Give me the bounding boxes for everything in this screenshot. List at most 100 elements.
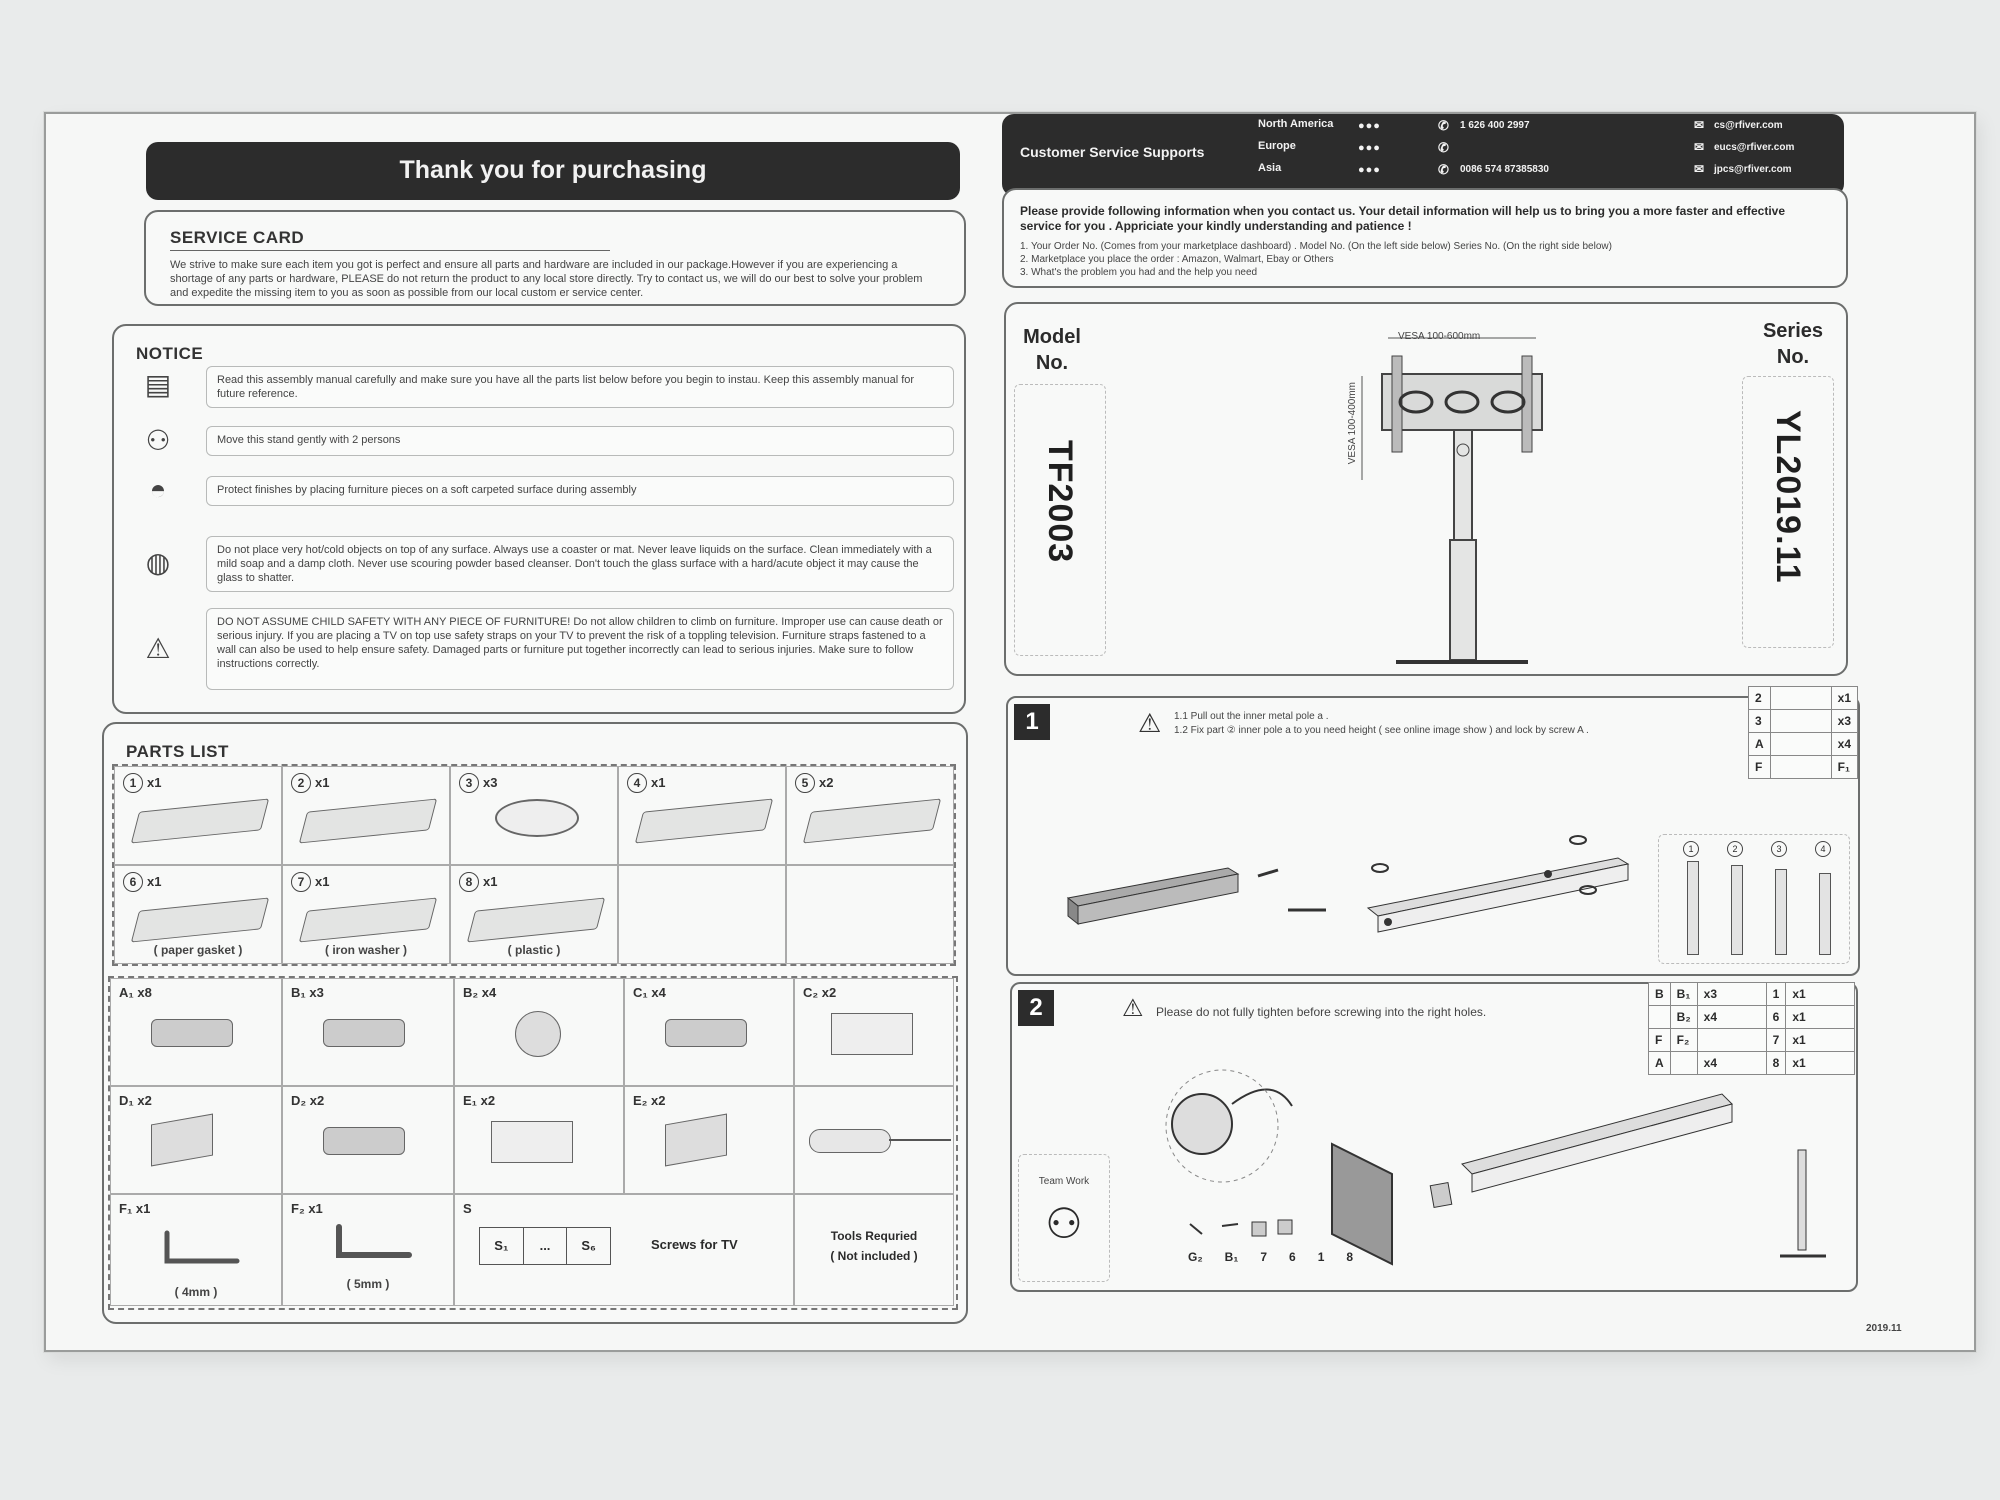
part-caption: ( iron washer )	[324, 943, 407, 957]
part-qty: x1	[483, 874, 498, 889]
warning-icon: ⚠	[145, 632, 171, 664]
notice-heading: NOTICE	[136, 344, 204, 363]
step-1-part-illustration	[1769, 686, 1832, 710]
part-illustration	[466, 897, 606, 943]
tv-stand-drawing	[1361, 337, 1543, 664]
allen-key-5mm-icon	[336, 1224, 412, 1258]
part-qty: x1	[315, 775, 330, 790]
part-qty: x1	[651, 775, 666, 790]
part-illustration	[495, 799, 579, 837]
step-2-label: 8	[1346, 1250, 1354, 1264]
f2-caption: ( 5mm )	[346, 1277, 390, 1291]
part-number: 4	[627, 773, 647, 793]
part-illustration	[130, 897, 270, 943]
team-work-icon: ⚇	[1045, 1200, 1083, 1247]
model-series-box: Model No. TF2003 VESA 100-600mm VESA 100…	[1004, 302, 1848, 676]
tools-required-label: Tools Requried	[830, 1229, 918, 1243]
series-value-frame	[1742, 376, 1834, 648]
info-item-3: 3. What's the problem you had and the he…	[1020, 267, 1258, 278]
pole-assembly-drawing	[1066, 835, 1630, 933]
service-card-text: We strive to make sure each item you got…	[170, 259, 923, 299]
service-card-heading: SERVICE CARD	[170, 228, 305, 247]
model-value-frame	[1014, 384, 1106, 656]
step-2-label: 1	[1317, 1250, 1325, 1264]
height-option: 2	[1723, 841, 1753, 957]
f1-caption: ( 4mm )	[174, 1285, 218, 1299]
part-illustration	[130, 798, 270, 844]
step-2-label: B₁	[1224, 1250, 1239, 1264]
notice-row: DO NOT ASSUME CHILD SAFETY WITH ANY PIEC…	[206, 608, 954, 690]
part-qty: x1	[147, 874, 162, 889]
s-boxes: S₁ ... S₆	[479, 1227, 611, 1265]
region-phone: 1 626 400 2997	[1460, 120, 1530, 131]
step-2-part-cell: B₂	[1669, 1005, 1698, 1029]
hardware-cell: B₂ x4	[454, 978, 624, 1086]
region-email: jpcs@rfiver.com	[1714, 164, 1792, 175]
step-2-part-cell: x1	[1785, 982, 1856, 1006]
step-2-part-cell: 8	[1765, 1051, 1787, 1075]
part-qty: x1	[147, 775, 162, 790]
height-option-number: 2	[1727, 841, 1743, 857]
pole-icon	[1731, 865, 1743, 955]
hardware-cell: B₁ x3	[282, 978, 454, 1086]
hardware-cell: D₂ x2	[282, 1086, 454, 1194]
part-qty: x1	[315, 874, 330, 889]
tools-note: ( Not included )	[830, 1249, 918, 1263]
finished-stand-icon	[1780, 1149, 1826, 1258]
step-2-part-cell	[1648, 1005, 1671, 1029]
hardware-label: C₁ x4	[633, 985, 666, 1000]
mail-icon: ✉	[1694, 118, 1705, 132]
step-1-part-qty: x1	[1830, 686, 1859, 710]
step-1-number: 1	[1014, 704, 1050, 740]
part-number: 1	[123, 773, 143, 793]
hardware-label: D₁ x2	[119, 1093, 152, 1108]
part-illustration	[802, 798, 942, 844]
parts-list-heading: PARTS LIST	[126, 742, 229, 761]
plate-icon	[831, 1013, 913, 1055]
instruction-sheet: Thank you for purchasing SERVICE CARD We…	[44, 112, 1976, 1352]
height-option-number: 4	[1815, 841, 1831, 857]
country-flags: ●●●	[1358, 142, 1381, 154]
part-qty: x2	[819, 775, 834, 790]
region-name: Europe	[1258, 140, 1296, 152]
contact-info-box: Please provide following information whe…	[1002, 188, 1848, 288]
step-2-part-cell: 6	[1765, 1005, 1787, 1029]
thank-you-banner: Thank you for purchasing	[146, 142, 960, 200]
step-2-part-cell: A	[1648, 1051, 1671, 1075]
part-label: 1 x1	[123, 773, 161, 793]
step-2-part-cell: x4	[1696, 1005, 1767, 1029]
notice-row: Move this stand gently with 2 persons	[206, 426, 954, 456]
part-cell: 4 x1	[618, 766, 786, 865]
hardware-cell: C₂ x2	[794, 978, 954, 1086]
part-caption: ( plastic )	[507, 943, 561, 957]
part-cell: 5 x2	[786, 766, 954, 865]
bolt-icon	[323, 1019, 405, 1047]
part-number: 6	[123, 872, 143, 892]
phone-icon: ✆	[1438, 140, 1449, 155]
f1-cell: F₁ x1 ( 4mm )	[110, 1194, 282, 1306]
hardware-cell: E₁ x2	[454, 1086, 624, 1194]
bracket-icon	[151, 1113, 213, 1167]
step-1-line2: 1.2 Fix part ② inner pole a to you need …	[1174, 725, 1589, 736]
part-number: 8	[459, 872, 479, 892]
heading-underline	[170, 250, 610, 251]
part-number: 5	[795, 773, 815, 793]
bolt-icon	[323, 1127, 405, 1155]
s-box-first: S₁	[480, 1228, 524, 1264]
customer-service-banner: Customer Service Supports North America●…	[1002, 114, 1844, 196]
part-cell	[786, 865, 954, 964]
hardware-grid: F₁ x1 ( 4mm ) F₂ x1 ( 5mm ) S S₁ ... S₆	[108, 976, 958, 1310]
part-label: 4 x1	[627, 773, 665, 793]
part-label: 5 x2	[795, 773, 833, 793]
hardware-cell: A₁ x8	[110, 978, 282, 1086]
allen-key-4mm-icon	[164, 1230, 240, 1264]
